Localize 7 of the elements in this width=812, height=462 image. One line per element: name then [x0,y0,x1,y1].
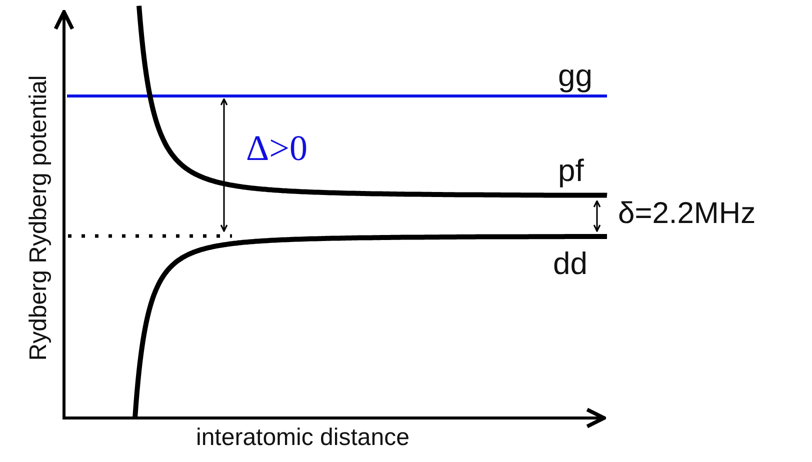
splitting-label: δ=2.2MHz [618,199,756,229]
level-label: gg [558,60,592,91]
y-axis-title: Rydberg Rydberg potential [27,75,51,361]
x-axis-title: interatomic distance [196,426,410,450]
detuning-label: Δ>0 [246,130,308,166]
level-label: pf [558,155,584,186]
level-label: dd [553,248,588,279]
